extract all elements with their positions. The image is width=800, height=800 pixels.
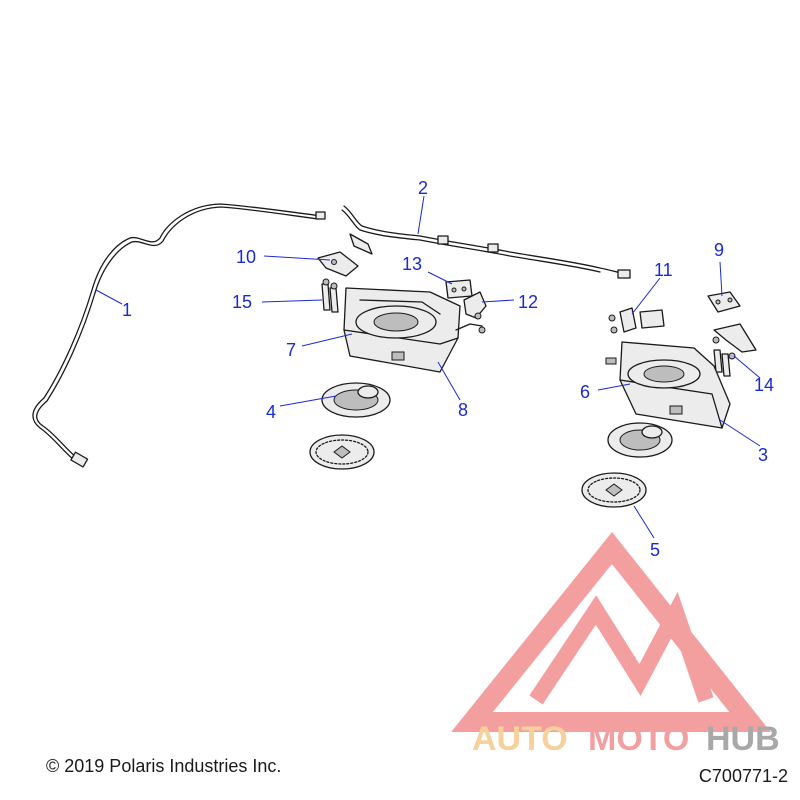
watermark-text-moto: MOTO bbox=[588, 720, 689, 758]
callout-6: 6 bbox=[580, 382, 590, 402]
callouts: 1 2 3 4 5 6 7 8 9 10 11 12 13 14 15 bbox=[122, 178, 774, 560]
wire-harness-long bbox=[32, 203, 326, 468]
copyright-text: © 2019 Polaris Industries Inc. bbox=[46, 756, 282, 776]
callout-1: 1 bbox=[122, 300, 132, 320]
bracket-center bbox=[455, 291, 487, 334]
bolts-right bbox=[712, 336, 736, 377]
speaker-enclosure-left bbox=[343, 287, 461, 373]
bracket-left bbox=[317, 251, 359, 277]
speaker-left bbox=[321, 382, 391, 418]
callout-9: 9 bbox=[714, 240, 724, 260]
leader-lines bbox=[95, 195, 761, 539]
callout-12: 12 bbox=[518, 292, 538, 312]
bracket-right bbox=[608, 307, 665, 334]
callout-10: 10 bbox=[236, 247, 256, 267]
watermark-logo: AUTO MOTO HUB bbox=[451, 531, 780, 758]
callout-7: 7 bbox=[286, 340, 296, 360]
callout-13: 13 bbox=[402, 254, 422, 274]
callout-8: 8 bbox=[458, 400, 468, 420]
callout-11: 11 bbox=[654, 260, 673, 280]
callout-14: 14 bbox=[754, 375, 774, 395]
speaker-grille-left bbox=[309, 434, 375, 470]
speaker-grille-right bbox=[581, 472, 647, 508]
speaker-right bbox=[607, 422, 673, 458]
drawing-number: C700771-2 bbox=[698, 766, 788, 786]
callout-2: 2 bbox=[418, 178, 428, 198]
wire-harness-short bbox=[341, 205, 631, 279]
bracket-far-right bbox=[707, 291, 757, 353]
speaker-enclosure-right bbox=[605, 341, 731, 429]
callout-5: 5 bbox=[650, 540, 660, 560]
callout-15: 15 bbox=[232, 292, 252, 312]
callout-3: 3 bbox=[758, 445, 768, 465]
bolts-left bbox=[321, 278, 339, 313]
watermark-text-hub: HUB bbox=[706, 720, 780, 758]
callout-4: 4 bbox=[266, 402, 276, 422]
watermark-text-auto: AUTO bbox=[472, 720, 568, 758]
